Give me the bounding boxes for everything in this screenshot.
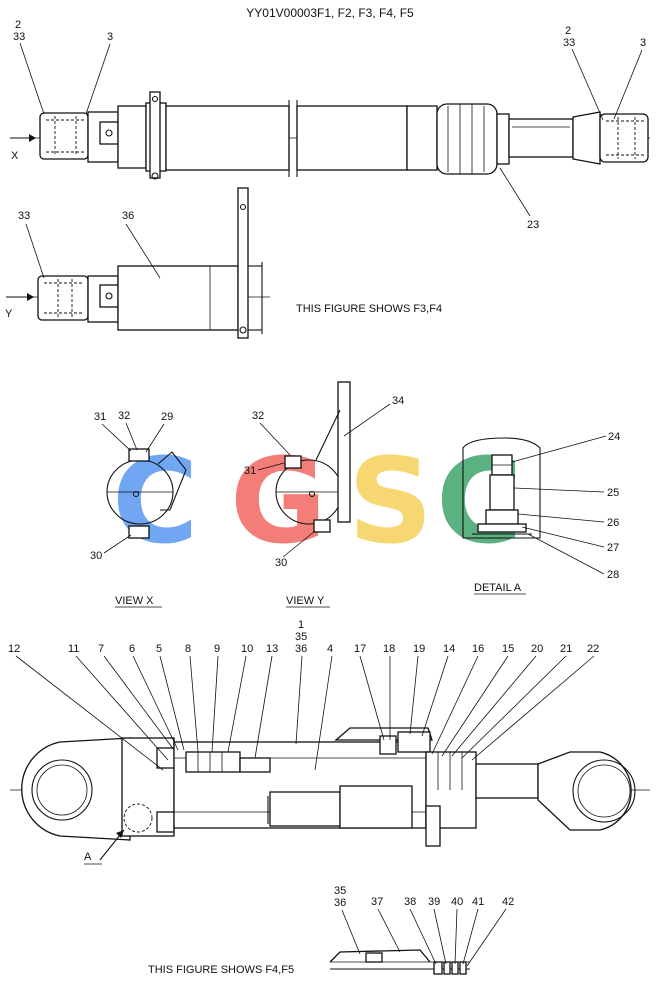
detail-a-drawing [462, 437, 541, 539]
detail-a-location [123, 803, 153, 833]
callout-27: 27 [607, 542, 619, 554]
callout-4: 4 [327, 643, 333, 655]
cylinder-top-assembly: X [10, 91, 650, 180]
callout-19: 19 [413, 643, 425, 655]
callout-31-y: 31 [244, 465, 256, 477]
callout-42: 42 [502, 896, 514, 908]
callout-36-main: 36 [295, 643, 307, 655]
detail-a-marker: A [84, 851, 92, 863]
main-rod [475, 763, 539, 799]
top-gland-23 [436, 103, 498, 175]
callout-35: 35 [295, 631, 307, 643]
view-y-bracket [337, 381, 351, 523]
callout-36-bottom: 36 [334, 897, 346, 909]
callout-30-y: 30 [275, 557, 287, 569]
top-tube-right [296, 105, 408, 171]
callout-15: 15 [502, 643, 514, 655]
callout-37: 37 [371, 896, 383, 908]
callout-26: 26 [607, 517, 619, 529]
main-check-valve [379, 735, 397, 755]
callout-34: 34 [392, 395, 404, 407]
callout-38: 38 [404, 896, 416, 908]
watermark-letter-s: S [348, 432, 433, 570]
caption-view-y: VIEW Y [286, 595, 325, 607]
callout-3-right: 3 [640, 37, 646, 49]
callout-35-bottom: 35 [334, 885, 346, 897]
callout-17: 17 [354, 643, 366, 655]
callout-20: 20 [531, 643, 543, 655]
caption-detail-a: DETAIL A [474, 582, 522, 594]
cylinder-f3f4-assembly: Y [5, 187, 270, 339]
right-rod-end [599, 113, 649, 163]
callout-31: 31 [94, 411, 106, 423]
callout-33-right: 33 [563, 37, 575, 49]
top-tube-left [165, 105, 290, 171]
top-rod [508, 118, 574, 158]
caption-view-x: VIEW X [115, 595, 154, 607]
callout-30: 30 [90, 550, 102, 562]
f3f4-bracket [237, 187, 249, 339]
callout-32-y: 32 [252, 410, 264, 422]
callout-11: 11 [68, 643, 79, 655]
callout-22: 22 [587, 643, 599, 655]
detail-a-outline [462, 437, 541, 539]
main-right-eye [537, 751, 632, 831]
view-x-drawing [106, 448, 187, 539]
view-y-drawing [275, 381, 351, 533]
callout-39: 39 [428, 896, 440, 908]
watermark-letter-c1: C [112, 432, 199, 570]
callout-2: 2 [15, 19, 21, 31]
caption-f4f5: THIS FIGURE SHOWS F4,F5 [148, 964, 294, 976]
callout-36: 36 [122, 210, 134, 222]
callout-12: 12 [8, 643, 20, 655]
detail-a-plunger [489, 474, 515, 511]
callout-7: 7 [98, 643, 104, 655]
callout-29: 29 [161, 411, 173, 423]
callout-8: 8 [185, 643, 191, 655]
callout-2-right: 2 [565, 25, 571, 37]
callout-40: 40 [451, 896, 463, 908]
bottom-partial-section [329, 949, 470, 975]
callout-32: 32 [118, 410, 130, 422]
view-y-marker: Y [5, 308, 13, 320]
callout-33: 33 [13, 31, 25, 43]
f3f4-tube [117, 265, 239, 331]
callout-1: 1 [298, 619, 304, 631]
callout-21: 21 [560, 643, 572, 655]
main-left-eye [21, 737, 131, 841]
callout-18: 18 [383, 643, 395, 655]
callout-5: 5 [156, 643, 162, 655]
view-x-marker: X [11, 150, 19, 162]
callout-24: 24 [608, 431, 620, 443]
callout-10: 10 [241, 643, 253, 655]
callout-14: 14 [443, 643, 455, 655]
callout-41: 41 [472, 896, 484, 908]
callout-9: 9 [214, 643, 220, 655]
callout-6: 6 [129, 643, 135, 655]
callout-25: 25 [607, 487, 619, 499]
callout-3: 3 [107, 31, 113, 43]
caption-f3f4: THIS FIGURE SHOWS F3,F4 [296, 303, 442, 315]
diagram-title: YY01V00003F1, F2, F3, F4, F5 [246, 6, 414, 20]
callout-23: 23 [527, 219, 539, 231]
main-piston [185, 751, 241, 773]
callout-16: 16 [472, 643, 484, 655]
main-cylinder-section [10, 727, 650, 847]
callout-28: 28 [607, 569, 619, 581]
watermark-letter-g: G [230, 432, 327, 570]
callout-33-y: 33 [18, 210, 30, 222]
callout-13: 13 [266, 643, 278, 655]
